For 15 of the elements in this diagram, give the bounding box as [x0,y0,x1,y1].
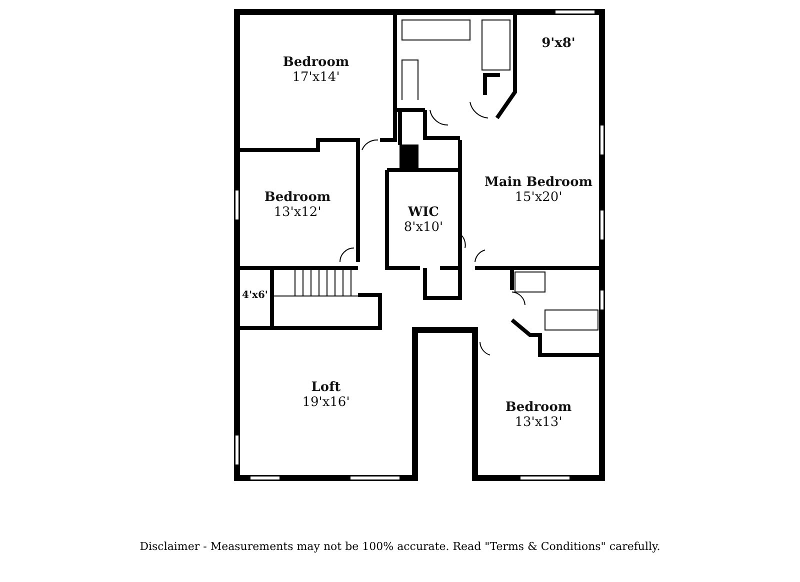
room-name: Bedroom [505,400,572,415]
room-dimension: 8'x10' [404,220,444,235]
room-name: Loft [311,380,341,395]
room-dimension: 4'x6' [242,288,268,302]
room-name: Bedroom [282,55,350,70]
room-dimension: 9'x8' [542,36,576,50]
room-name: Main Bedroom [484,175,593,190]
disclaimer-text: Disclaimer - Measurements may not be 100% accurate. Read "Terms & Conditions" carefully. [138,540,662,553]
room-name: Bedroom [264,190,331,205]
room-dimension: 15'x20' [514,190,562,205]
room-dimension: 13'x12' [274,205,322,220]
room-dimension: 17'x14' [292,70,340,85]
room-dimension: 13'x13' [514,415,562,430]
room-dimension: 19'x16' [302,395,350,410]
room-name: WIC [408,205,440,220]
